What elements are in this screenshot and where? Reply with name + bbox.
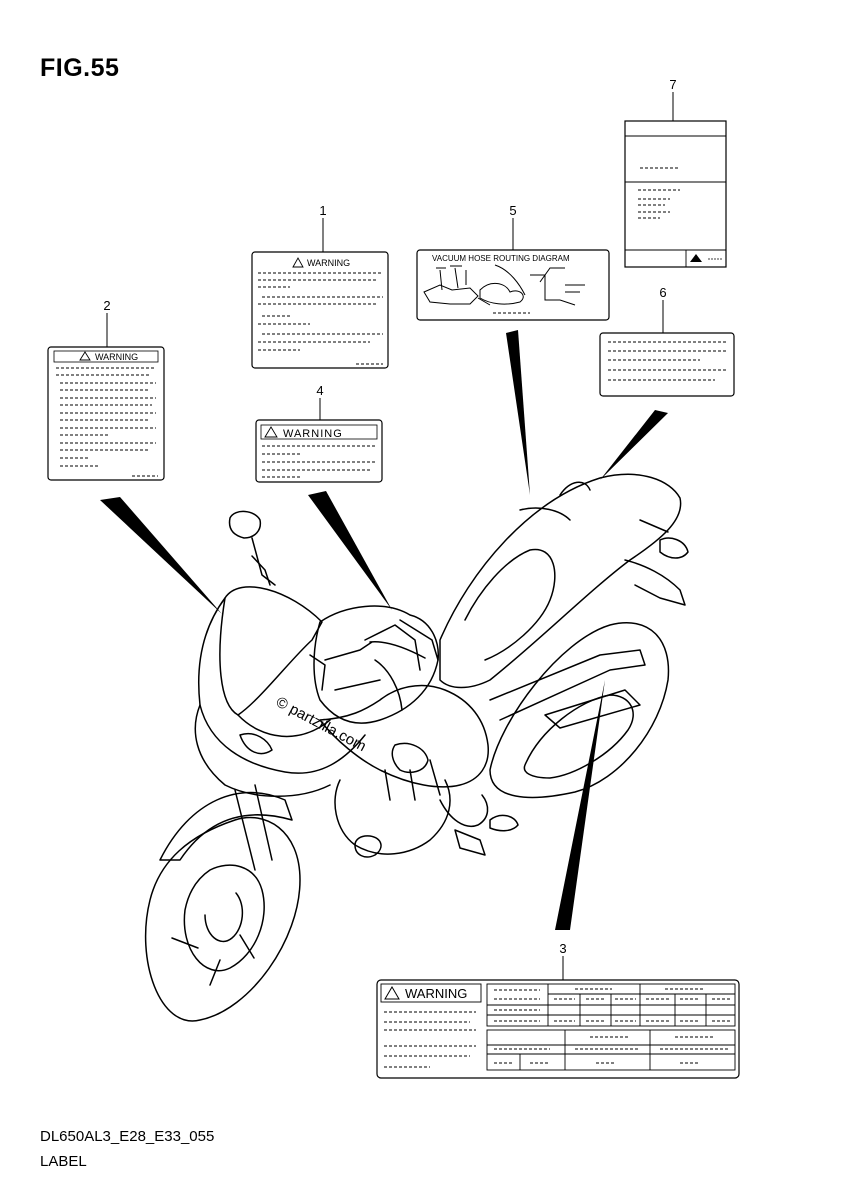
label-4-warning-sticker: WARNING <box>255 419 383 483</box>
label-3-heading: WARNING <box>405 986 467 1001</box>
label-5-vacuum-hose-sticker: VACUUM HOSE ROUTING DIAGRAM <box>416 249 610 321</box>
leader-wedge-6 <box>600 410 668 480</box>
label-7-card <box>624 120 727 268</box>
callout-5: 5 <box>509 203 516 218</box>
motorcycle-illustration <box>144 473 689 1022</box>
callout-2: 2 <box>103 298 110 313</box>
watermark-text: © partzilla.com <box>273 694 369 756</box>
label-5-heading: VACUUM HOSE ROUTING DIAGRAM <box>432 254 570 263</box>
callout-1: 1 <box>319 203 326 218</box>
label-1-warning-sticker: WARNING <box>251 251 389 369</box>
callout-3: 3 <box>559 941 566 956</box>
label-3-spec-table-sticker: WARNING <box>376 979 740 1079</box>
leader-wedge-2 <box>100 497 222 614</box>
footer-section-name: LABEL <box>40 1153 87 1170</box>
callout-7: 7 <box>669 77 676 92</box>
label-6-info-sticker <box>599 332 735 397</box>
label-4-heading: WARNING <box>283 428 343 440</box>
leader-lines <box>106 92 674 981</box>
leader-wedge-4 <box>308 491 392 610</box>
label-1-heading: WARNING <box>307 258 350 268</box>
manufacturer-logo-icon <box>690 254 702 262</box>
footer-model-code: DL650AL3_E28_E33_055 <box>40 1128 215 1145</box>
leader-pointers <box>100 330 668 930</box>
callout-4: 4 <box>316 383 323 398</box>
figure-title: FIG.55 <box>40 54 120 82</box>
leader-wedge-3 <box>555 680 605 930</box>
label-2-heading: WARNING <box>95 352 138 362</box>
leader-wedge-5 <box>506 330 530 495</box>
callout-6: 6 <box>659 285 666 300</box>
label-2-warning-sticker: WARNING <box>47 346 165 481</box>
